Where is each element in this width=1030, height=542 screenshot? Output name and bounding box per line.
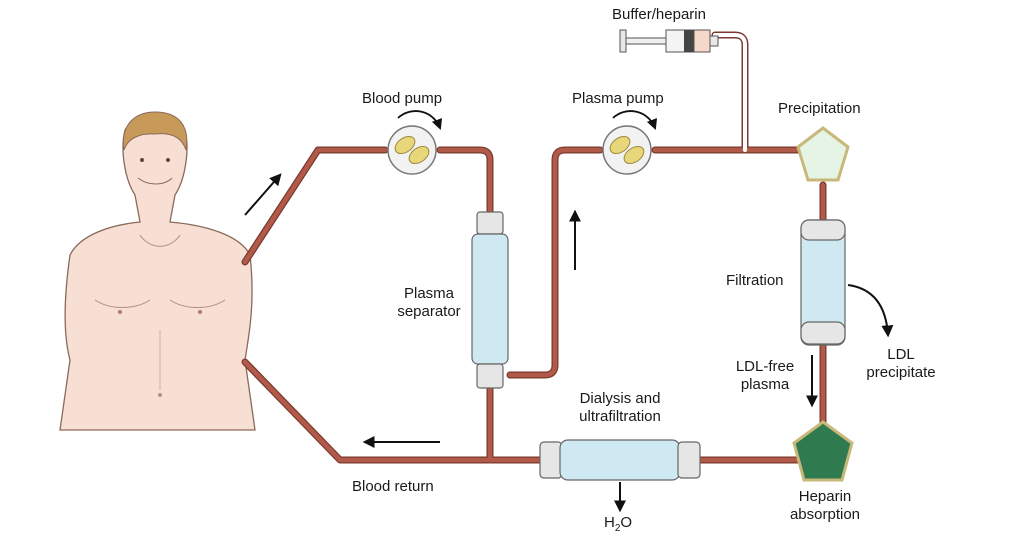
label-ldl-precipitate: LDL precipitate [866,346,936,381]
label-heparin-absorption: Heparin absorption [789,488,861,523]
blood-pump-icon [387,110,443,175]
filtration-cartridge [800,219,846,346]
heparin-absorption-chamber [792,420,854,482]
patient-torso [59,118,256,431]
dialysis-cartridge [539,439,701,481]
label-plasma-separator: Plasma separator [397,285,461,320]
plasma-pump-icon [602,110,658,175]
precipitation-chamber [796,126,850,182]
label-ldl-free-plasma: LDL-free plasma [735,358,795,393]
patient-figure [59,111,256,431]
label-precipitation: Precipitation [778,100,861,117]
label-buffer-heparin: Buffer/heparin [612,6,706,23]
plasma-separator-cartridge [471,211,509,389]
arrow-to-blood-pump [244,173,282,216]
syringe-icon [619,29,719,53]
flow-arrows [244,173,894,513]
label-h2o: H2O [604,514,633,534]
arrow-ldl-precipitate [847,284,894,338]
label-blood-pump: Blood pump [362,90,443,107]
label-filtration: Filtration [726,272,784,289]
patient-hair [122,111,188,151]
label-plasma-pump: Plasma pump [572,90,664,107]
label-dialysis: Dialysis and ultrafiltration [579,390,661,425]
label-blood-return: Blood return [352,478,434,495]
tubing [241,31,827,464]
